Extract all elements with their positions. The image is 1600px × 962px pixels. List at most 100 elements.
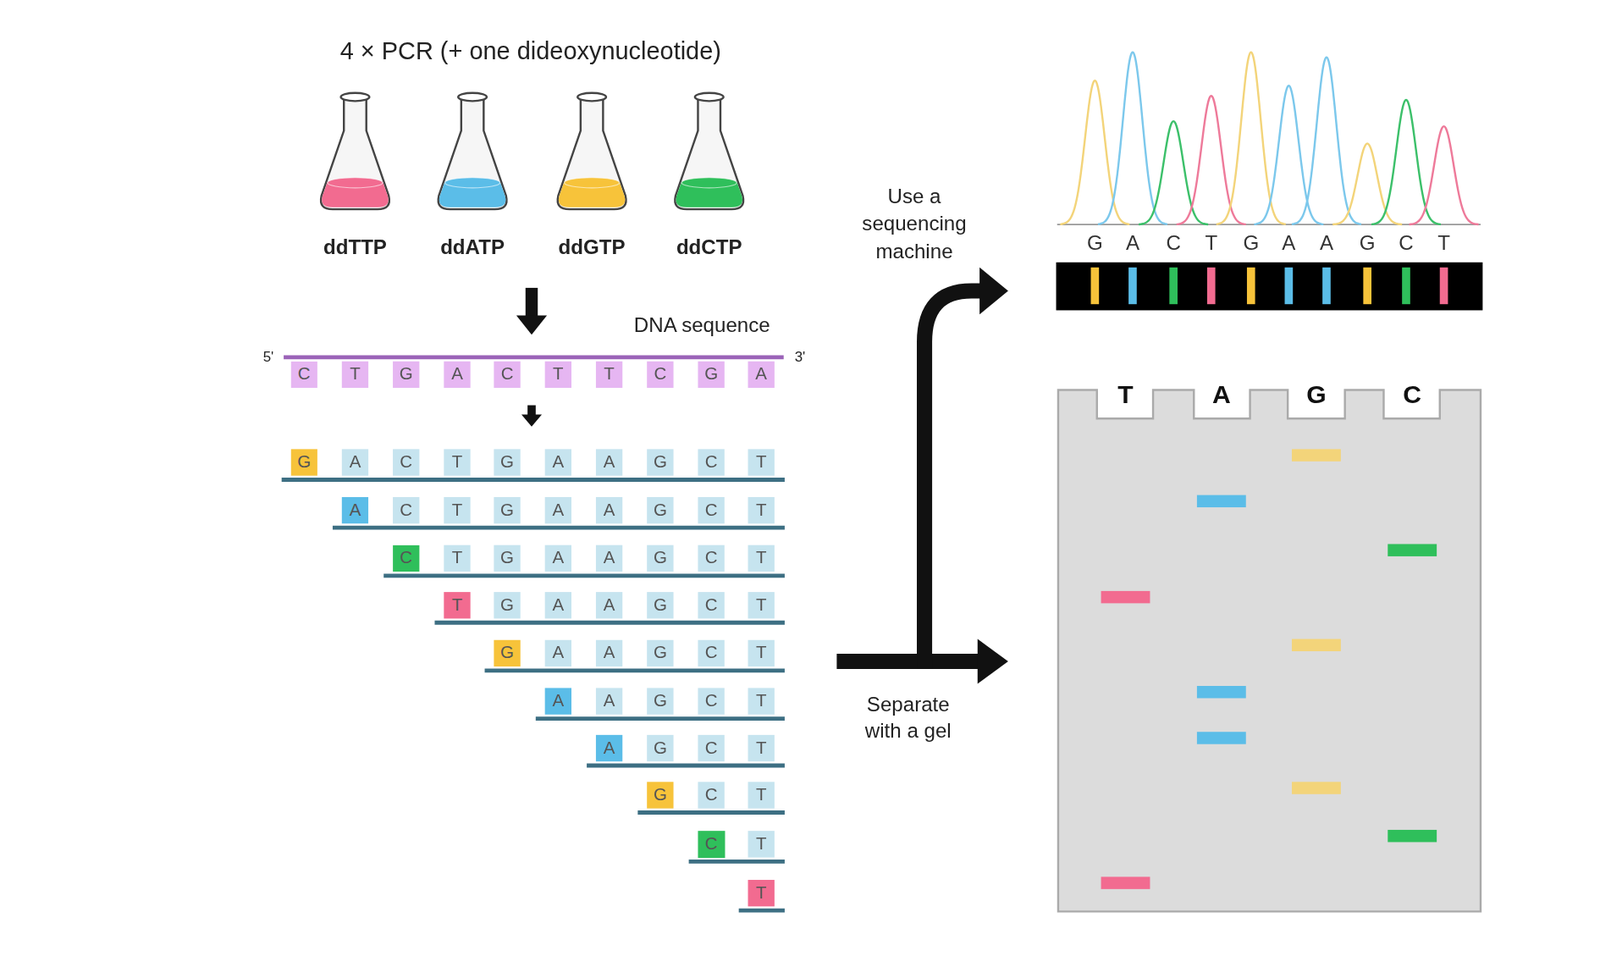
base-letter: A bbox=[551, 452, 564, 473]
fragment-base: T bbox=[748, 687, 775, 714]
fragment-base: A bbox=[545, 640, 572, 667]
base-call: C bbox=[1158, 229, 1189, 256]
base-letter: T bbox=[755, 833, 767, 855]
base-letter: A bbox=[603, 737, 616, 758]
template-base: C bbox=[493, 361, 520, 388]
fragment-base: C bbox=[392, 496, 420, 524]
fragment-base: G bbox=[493, 591, 520, 618]
base-letter: G bbox=[500, 500, 514, 521]
fragment-base: G bbox=[646, 591, 674, 618]
fragment-base: G bbox=[493, 448, 520, 475]
strand-label: DNA sequence bbox=[600, 311, 805, 338]
base-letter: G bbox=[653, 547, 668, 569]
lane-label: A bbox=[1201, 376, 1242, 411]
fragment-strand bbox=[485, 668, 785, 674]
down-arrow bbox=[516, 287, 547, 335]
fragment-base: G bbox=[646, 496, 674, 524]
base-letter: T bbox=[755, 882, 767, 904]
arrow-label: Separate with a gel bbox=[851, 690, 965, 745]
fragment-base: A bbox=[595, 640, 623, 667]
base-letter: A bbox=[349, 500, 362, 521]
read-bar-marks bbox=[1091, 267, 1449, 304]
fragment-base: A bbox=[545, 496, 572, 524]
fragment-strand bbox=[535, 716, 785, 721]
base-letter: A bbox=[551, 500, 564, 521]
base-call: A bbox=[1273, 229, 1304, 256]
gel bbox=[1058, 389, 1481, 911]
gel-band bbox=[1197, 495, 1247, 508]
end-label: 5' bbox=[253, 347, 284, 366]
fragment-base: C bbox=[697, 591, 724, 618]
fragment-strand bbox=[637, 810, 785, 815]
fragment-base: T bbox=[443, 545, 470, 572]
fragment-base: C bbox=[697, 781, 724, 808]
gel-band bbox=[1291, 781, 1341, 794]
fragment-base: A bbox=[342, 496, 369, 524]
base-letter: C bbox=[705, 737, 718, 758]
base-letter: T bbox=[452, 595, 464, 616]
base-letter: T bbox=[452, 500, 464, 521]
fragment-base: A bbox=[595, 591, 623, 618]
fragment-base: T bbox=[748, 448, 775, 475]
base-letter: G bbox=[704, 364, 718, 385]
fragment-base: A bbox=[595, 687, 623, 714]
base-letter: A bbox=[603, 642, 616, 663]
gel-band bbox=[1291, 639, 1341, 652]
fragment-strand bbox=[434, 620, 784, 625]
base-letter: G bbox=[500, 547, 514, 569]
base-letter: A bbox=[603, 547, 616, 569]
base-letter: C bbox=[705, 595, 718, 616]
base-letter: T bbox=[755, 452, 767, 473]
gel-band bbox=[1197, 685, 1247, 698]
fragment-base: T bbox=[443, 448, 470, 475]
fragment-base: G bbox=[646, 734, 674, 762]
base-letter: T bbox=[755, 547, 767, 569]
base-letter: C bbox=[399, 547, 413, 569]
base-letter: G bbox=[653, 690, 668, 712]
base-letter: A bbox=[603, 452, 616, 473]
read-mark bbox=[1401, 267, 1411, 304]
dideoxynucleotide-label: ddGTP bbox=[535, 233, 649, 260]
template-base: T bbox=[595, 361, 623, 388]
fragment-base: C bbox=[697, 830, 724, 857]
lane-label: T bbox=[1104, 376, 1146, 411]
template-base: A bbox=[748, 361, 775, 388]
base-letter: C bbox=[705, 833, 718, 855]
base-letter: C bbox=[653, 364, 667, 385]
small-down-arrow bbox=[521, 405, 542, 427]
base-letter: T bbox=[755, 784, 767, 806]
base-letter: T bbox=[755, 500, 767, 521]
chromatogram-peak bbox=[1371, 99, 1441, 225]
gel-band bbox=[1197, 731, 1247, 744]
template-base: C bbox=[646, 361, 674, 388]
template-base: C bbox=[291, 361, 318, 388]
title: 4 × PCR (+ one dideoxynucleotide) bbox=[204, 35, 857, 67]
read-mark bbox=[1091, 267, 1100, 304]
read-mark bbox=[1285, 267, 1294, 304]
template-base: G bbox=[697, 361, 724, 388]
fragment-base: T bbox=[443, 591, 470, 618]
dideoxynucleotide-label: ddTTP bbox=[298, 233, 412, 260]
base-letter: A bbox=[755, 364, 767, 385]
fragment-base: A bbox=[545, 591, 572, 618]
lane-label: C bbox=[1391, 376, 1433, 411]
fragment-base: T bbox=[748, 640, 775, 667]
base-letter: G bbox=[653, 452, 668, 473]
read-mark bbox=[1128, 267, 1137, 304]
base-letter: G bbox=[653, 500, 668, 521]
gel-band bbox=[1387, 543, 1437, 556]
end-label: 3' bbox=[784, 347, 816, 366]
read-mark bbox=[1322, 267, 1331, 304]
process-arrow bbox=[836, 267, 1009, 685]
gel-band bbox=[1101, 590, 1151, 603]
fragment-base: C bbox=[697, 448, 724, 475]
fragment-base: A bbox=[342, 448, 369, 475]
base-letter: C bbox=[705, 784, 718, 806]
base-letter: T bbox=[452, 547, 464, 569]
fragment-base: G bbox=[493, 640, 520, 667]
read-mark bbox=[1246, 267, 1256, 304]
base-call: G bbox=[1079, 229, 1110, 256]
base-letter: G bbox=[653, 642, 668, 663]
dideoxynucleotide-label: ddATP bbox=[416, 233, 530, 260]
